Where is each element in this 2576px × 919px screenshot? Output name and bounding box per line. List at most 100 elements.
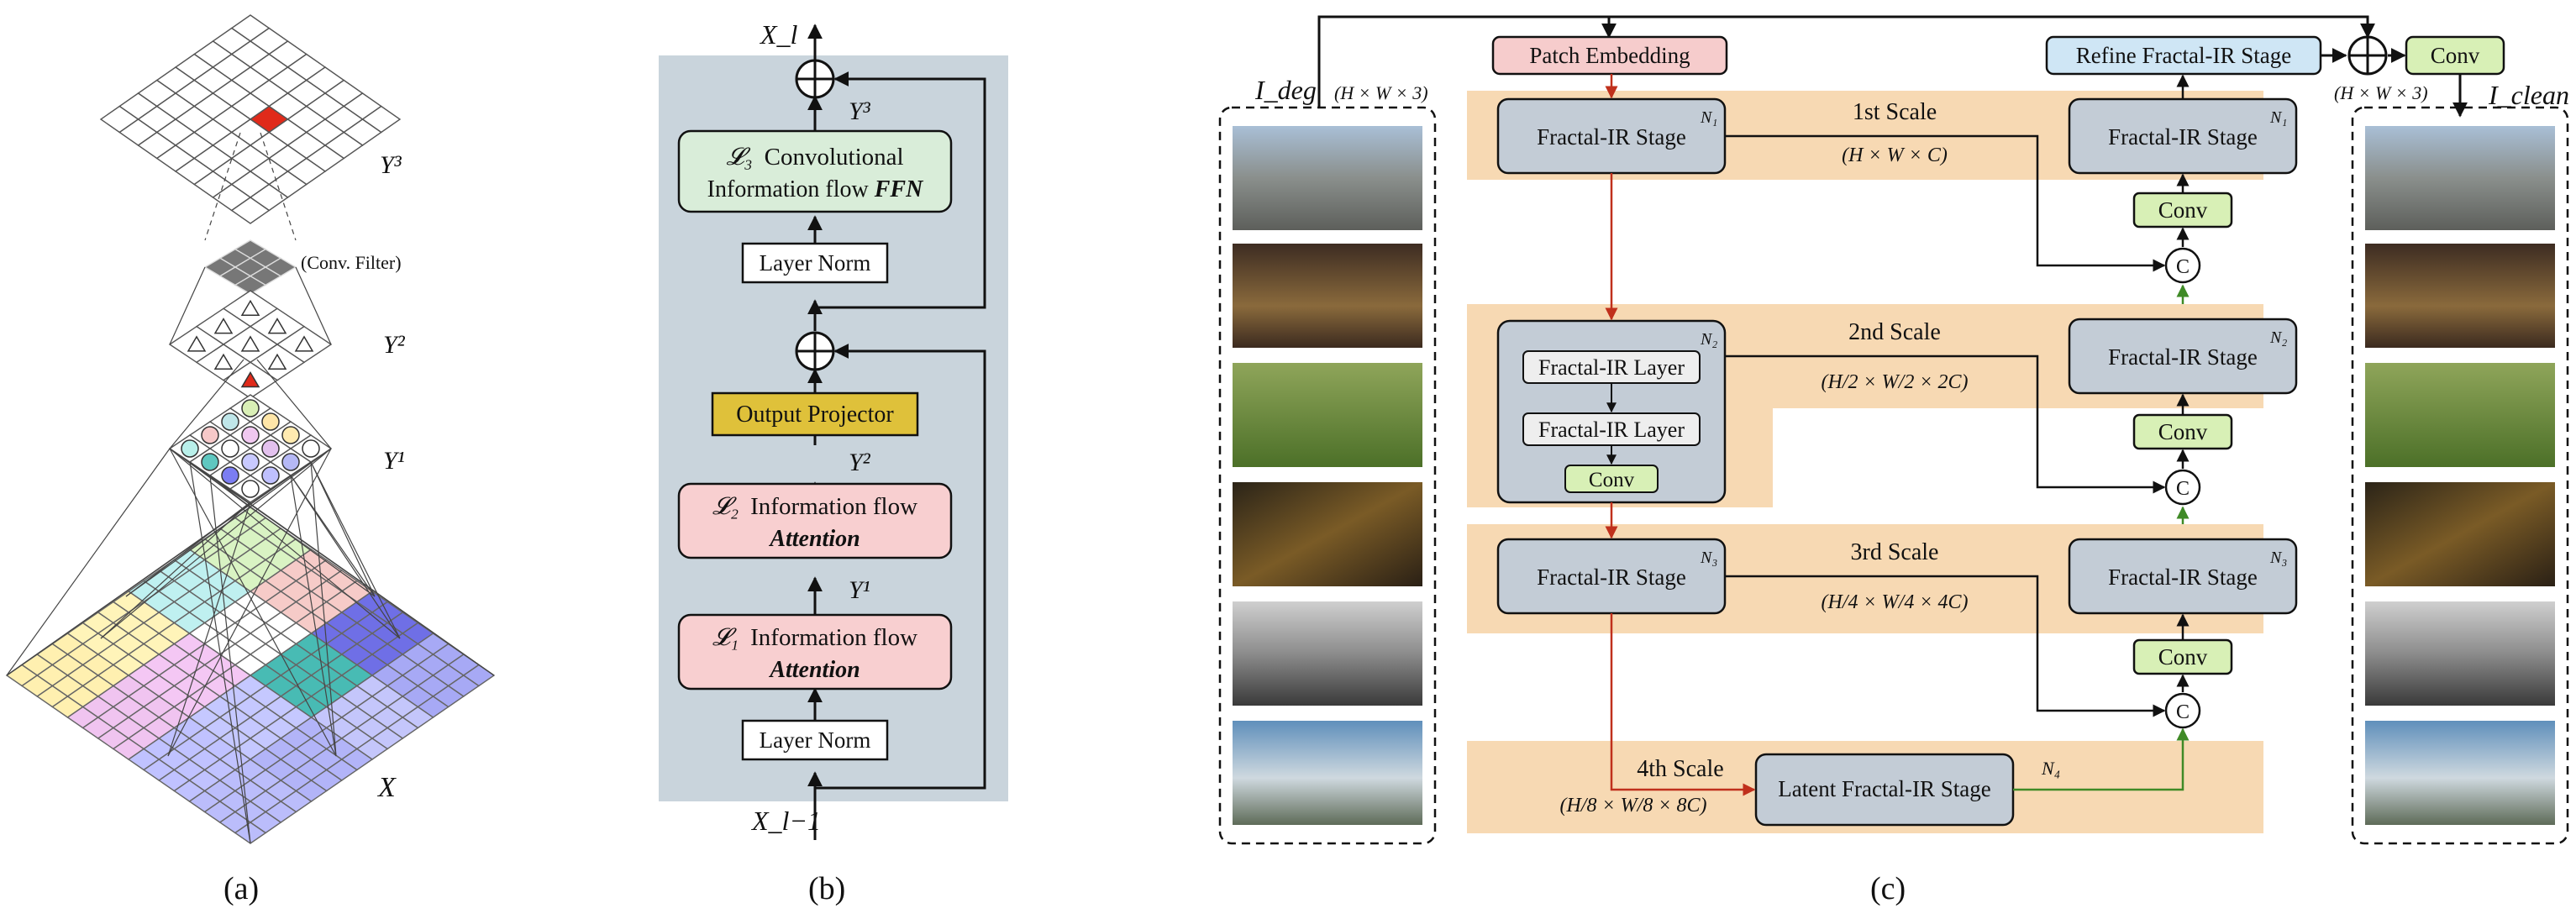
dec3-box [2068, 538, 2298, 615]
scale1-dims: (H × W × C) [1842, 144, 1948, 166]
input-thumbnails [1233, 126, 1422, 825]
downsample-arrows [1605, 74, 1756, 796]
panel-b-add-2 [795, 59, 835, 99]
l3-ffn-box [677, 129, 953, 213]
patch-embedding: Patch Embedding [1529, 43, 1690, 68]
l1-attention-box [677, 613, 953, 691]
l1-line2: Attention [768, 657, 860, 683]
scale1-label: 1st Scale [1853, 99, 1937, 125]
y3-flow-label: Y³ [849, 97, 871, 125]
l2-line2: Attention [768, 526, 860, 552]
thumb-bridge [1233, 721, 1422, 825]
enc2-n: N₂ [1700, 330, 1717, 349]
global-skip [1317, 15, 2468, 118]
dims-out-label: (H × W × 3) [2334, 82, 2428, 103]
enc3-n: N₃ [1700, 549, 1717, 567]
enc1-n: N₁ [1700, 108, 1717, 127]
y2-label: Y² [383, 331, 406, 359]
dec1-n: N₁ [2269, 108, 2287, 127]
i-deg-label: I_deg [1254, 75, 1317, 105]
dec1-label: Fractal-IR Stage [2108, 124, 2258, 150]
x-l-label: X_l [759, 19, 798, 50]
thumb-palace [1233, 244, 1422, 348]
y2-grid [168, 290, 333, 399]
dims-in-label: (H × W × 3) [1334, 82, 1428, 103]
layer-norm-top: Layer Norm [760, 250, 871, 276]
i-clean-label: I_clean [2488, 80, 2569, 110]
dec2-n: N₂ [2269, 328, 2287, 347]
l3-line2: Information flow FFN [707, 176, 924, 202]
y1-label: Y¹ [383, 447, 405, 475]
thumb-street [1233, 126, 1422, 230]
conv-inner-box [1564, 465, 1659, 493]
thumb-palace-clean [2365, 244, 2555, 348]
y3-grid [99, 14, 402, 224]
layer1: Fractal-IR Layer [1538, 355, 1685, 380]
x-label: X [376, 772, 397, 803]
conv3: Conv [2158, 644, 2208, 670]
caption-a: (a) [223, 871, 259, 906]
output-thumbnails [2365, 126, 2555, 825]
concat-node-2: C [2164, 469, 2201, 506]
scale3-label: 3rd Scale [1851, 539, 1939, 565]
conv1: Conv [2158, 197, 2208, 223]
l2-attention-box [677, 482, 953, 559]
svg-text:C: C [2176, 478, 2190, 500]
thumb-bridge-clean [2365, 721, 2555, 825]
thumb-shop [1233, 482, 1422, 586]
scale4-dims: (H/8 × W/8 × 8C) [1559, 795, 1706, 817]
y1-flow-label: Y¹ [849, 576, 870, 604]
panel-b-arrows [807, 24, 986, 840]
skip-lines [1725, 74, 2190, 717]
patch-embedding-box [1491, 35, 1728, 76]
svg-text:C: C [2176, 701, 2190, 723]
scale4-label: 4th Scale [1637, 756, 1723, 782]
thumb-meadow [1233, 363, 1422, 467]
upsample-arrows [2013, 284, 2190, 791]
thumb-promenade [1233, 601, 1422, 706]
enc4-n: N₄ [2041, 758, 2060, 779]
thumb-meadow-clean [2365, 363, 2555, 467]
conv-inner: Conv [1589, 469, 1635, 491]
conv-filter-grid [203, 239, 297, 295]
scale3-dims: (H/4 × W/4 × 4C) [1821, 591, 1968, 613]
dec3-n: N₃ [2269, 549, 2287, 567]
layer-norm-bottom-box [741, 719, 889, 761]
refine-stage-box [2045, 35, 2322, 76]
thumb-promenade-clean [2365, 601, 2555, 706]
refine-stage: Refine Fractal-IR Stage [2076, 43, 2291, 68]
receptive-field-lines [6, 132, 495, 844]
conv2: Conv [2158, 419, 2208, 444]
enc3-label: Fractal-IR Stage [1537, 565, 1686, 590]
scale2-dims: (H/2 × W/2 × 2C) [1821, 371, 1968, 393]
global-add [2347, 35, 2388, 76]
layer-norm-bottom: Layer Norm [760, 727, 871, 753]
dec3-label: Fractal-IR Stage [2108, 565, 2258, 590]
enc4-label: Latent Fractal-IR Stage [1778, 776, 1990, 801]
concat-node-3: C [2164, 692, 2201, 729]
y1-grid [168, 394, 333, 503]
thumb-street-clean [2365, 126, 2555, 230]
input-images-frame [1218, 106, 1437, 845]
y3-label: Y³ [380, 151, 402, 179]
output-projector: Output Projector [736, 402, 894, 428]
x-grid [5, 507, 496, 844]
svg-text:C: C [2176, 256, 2190, 278]
layer-norm-top-box [741, 242, 889, 284]
dec2-box [2068, 318, 2298, 395]
panel-a-pyramid [5, 14, 496, 844]
conv-out: Conv [2431, 43, 2480, 68]
panel-b-add-1 [795, 331, 835, 371]
dec2-label: Fractal-IR Stage [2108, 344, 2258, 370]
concat-node-1: C [2164, 247, 2201, 284]
conv-filter-label: (Conv. Filter) [301, 252, 402, 273]
layer2: Fractal-IR Layer [1538, 417, 1685, 442]
caption-c: (c) [1870, 871, 1906, 906]
enc1-label: Fractal-IR Stage [1537, 124, 1686, 150]
scale2-label: 2nd Scale [1848, 319, 1941, 345]
y2-flow-label: Y² [849, 449, 871, 476]
output-projector-box [711, 391, 919, 437]
